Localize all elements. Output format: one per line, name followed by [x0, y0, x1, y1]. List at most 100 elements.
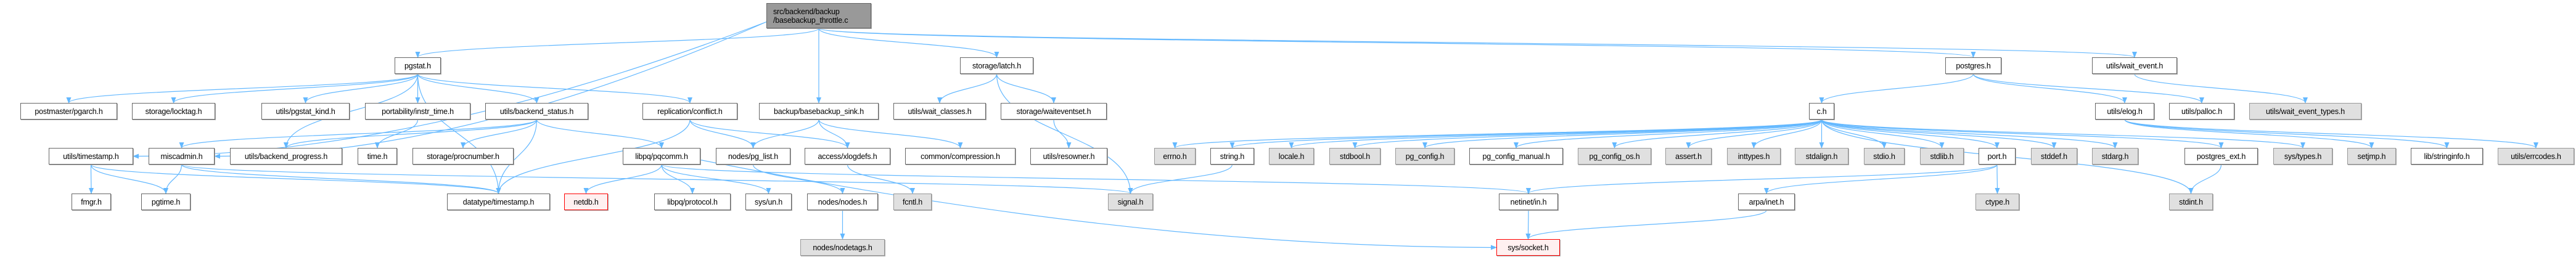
node-pg-config-manual[interactable]: pg_config_manual.h [1469, 148, 1563, 165]
node-setjmp[interactable]: setjmp.h [2347, 148, 2396, 165]
node-label: setjmp.h [2357, 152, 2386, 161]
node-instr-time[interactable]: portability/instr_time.h [365, 103, 470, 120]
node-label: utils/elog.h [2107, 107, 2143, 116]
node-label: libpq/protocol.h [667, 197, 718, 206]
node-label-line2: /basebackup_throttle.c [773, 15, 848, 25]
node-inttypes[interactable]: inttypes.h [1727, 148, 1781, 165]
node-label: stdarg.h [2101, 152, 2129, 161]
node-compression[interactable]: common/compression.h [905, 148, 1015, 165]
node-label: access/xlogdefs.h [818, 152, 877, 161]
edge-main-to-postgres [818, 28, 1975, 58]
node-stddef[interactable]: stddef.h [2031, 148, 2077, 165]
node-label: nodes/nodetags.h [813, 243, 872, 252]
node-palloc[interactable]: utils/palloc.h [2169, 103, 2234, 120]
node-locale[interactable]: locale.h [1269, 148, 1314, 165]
node-label: netinet/in.h [1510, 197, 1547, 206]
node-stdlib[interactable]: stdlib.h [1920, 148, 1964, 165]
node-label: storage/procnumber.h [427, 152, 499, 161]
edge-port-to-ctype [1995, 164, 2000, 194]
edge-postgres_ext-to-stdint [2188, 164, 2222, 194]
node-pgstat-kind[interactable]: utils/pgstat_kind.h [261, 103, 350, 120]
node-label: utils/errcodes.h [2511, 152, 2561, 161]
node-netinet-in[interactable]: netinet/in.h [1499, 194, 1558, 210]
node-postgres[interactable]: postgres.h [1945, 57, 2001, 74]
node-dt-timestamp[interactable]: datatype/timestamp.h [447, 194, 550, 210]
edge-bb_sink-to-pg_list [750, 119, 819, 149]
node-label: pg_config_os.h [1589, 152, 1640, 161]
edge-pgstat-to-dt_timestamp [417, 73, 501, 194]
node-backend-status[interactable]: utils/backend_status.h [485, 103, 588, 120]
node-port[interactable]: port.h [1979, 148, 2016, 165]
node-errcodes[interactable]: utils/errcodes.h [2498, 148, 2574, 165]
edge-timestamp-to-pgtime [90, 164, 168, 194]
node-miscadmin[interactable]: miscadmin.h [149, 148, 215, 165]
node-xlogdefs[interactable]: access/xlogdefs.h [805, 148, 890, 165]
node-label: storage/latch.h [972, 61, 1021, 70]
node-sys-types[interactable]: sys/types.h [2273, 148, 2332, 165]
node-nodetags[interactable]: nodes/nodetags.h [800, 239, 885, 256]
edge-arpa_inet-to-sys_socket [1525, 210, 1767, 240]
node-bb-sink[interactable]: backup/basebackup_sink.h [759, 103, 879, 120]
edge-c-to-sys_types [1821, 119, 2305, 149]
node-label: signal.h [1117, 197, 1144, 206]
edge-elog-to-errcodes [2124, 119, 2538, 149]
node-conflict[interactable]: replication/conflict.h [642, 103, 737, 120]
node-postgres-ext[interactable]: postgres_ext.h [2184, 148, 2258, 165]
node-time[interactable]: time.h [358, 148, 397, 165]
node-fcntl[interactable]: fcntl.h [893, 194, 932, 210]
edge-pqcomm-to-protocol [661, 164, 695, 194]
node-stdarg[interactable]: stdarg.h [2092, 148, 2138, 165]
node-label: utils/backend_progress.h [244, 152, 328, 161]
node-waiteventset[interactable]: storage/waiteventset.h [1001, 103, 1107, 120]
node-sys-socket[interactable]: sys/socket.h [1496, 239, 1560, 256]
node-backend-progress[interactable]: utils/backend_progress.h [230, 148, 342, 165]
node-elog[interactable]: utils/elog.h [2095, 103, 2154, 120]
edge-port-to-arpa_inet [1764, 164, 1998, 194]
node-stdalign[interactable]: stdalign.h [1795, 148, 1848, 165]
node-stdio[interactable]: stdio.h [1864, 148, 1905, 165]
node-resowner[interactable]: utils/resowner.h [1030, 148, 1107, 165]
node-protocol[interactable]: libpq/protocol.h [654, 194, 731, 210]
node-arpa-inet[interactable]: arpa/inet.h [1738, 194, 1795, 210]
node-wait-event-types[interactable]: utils/wait_event_types.h [2249, 103, 2361, 120]
node-procnumber[interactable]: storage/procnumber.h [412, 148, 514, 165]
node-wait-classes[interactable]: utils/wait_classes.h [893, 103, 986, 120]
node-nodes[interactable]: nodes/nodes.h [807, 194, 878, 210]
node-label: assert.h [1675, 152, 1702, 161]
edge-pgstat-to-backend_progress [284, 73, 419, 149]
node-label: common/compression.h [921, 152, 1000, 161]
node-pg-list[interactable]: nodes/pg_list.h [716, 148, 790, 165]
node-pgstat[interactable]: pgstat.h [395, 57, 441, 74]
node-pgarch[interactable]: postmaster/pgarch.h [20, 103, 117, 120]
node-netdb[interactable]: netdb.h [564, 194, 608, 210]
edge-pqcomm-to-sys_socket [700, 159, 1497, 250]
node-stdint[interactable]: stdint.h [2169, 194, 2213, 210]
node-locktag[interactable]: storage/locktag.h [132, 103, 215, 120]
node-label: postgres.h [1956, 61, 1991, 70]
edge-c-to-inttypes [1751, 119, 1823, 149]
node-wait-event[interactable]: utils/wait_event.h [2092, 57, 2177, 74]
node-assert[interactable]: assert.h [1665, 148, 1712, 165]
node-label: sys/un.h [755, 197, 782, 206]
edge-c-to-stdarg [1821, 119, 2118, 149]
node-label: stdbool.h [1340, 152, 1370, 161]
node-pqcomm[interactable]: libpq/pqcomm.h [623, 148, 700, 165]
node-string[interactable]: string.h [1210, 148, 1254, 165]
node-c[interactable]: c.h [1809, 103, 1834, 120]
node-sys-un[interactable]: sys/un.h [745, 194, 792, 210]
node-label: pgstat.h [404, 61, 431, 70]
node-pg-config[interactable]: pg_config.h [1395, 148, 1454, 165]
edge-wait_event-to-wait_event_types [2134, 73, 2308, 104]
node-pg-config-os[interactable]: pg_config_os.h [1578, 148, 1651, 165]
node-stdbool[interactable]: stdbool.h [1329, 148, 1380, 165]
node-pgtime[interactable]: pgtime.h [141, 194, 191, 210]
node-signal[interactable]: signal.h [1108, 194, 1153, 210]
node-fmgr[interactable]: fmgr.h [72, 194, 111, 210]
node-label: stdlib.h [1930, 152, 1954, 161]
node-errno[interactable]: errno.h [1154, 148, 1196, 165]
node-ctype[interactable]: ctype.h [1975, 194, 2019, 210]
edge-pgstat-to-conflict [417, 73, 692, 104]
node-timestamp[interactable]: utils/timestamp.h [49, 148, 133, 165]
node-stringinfo[interactable]: lib/stringinfo.h [2411, 148, 2483, 165]
node-latch[interactable]: storage/latch.h [960, 57, 1033, 74]
